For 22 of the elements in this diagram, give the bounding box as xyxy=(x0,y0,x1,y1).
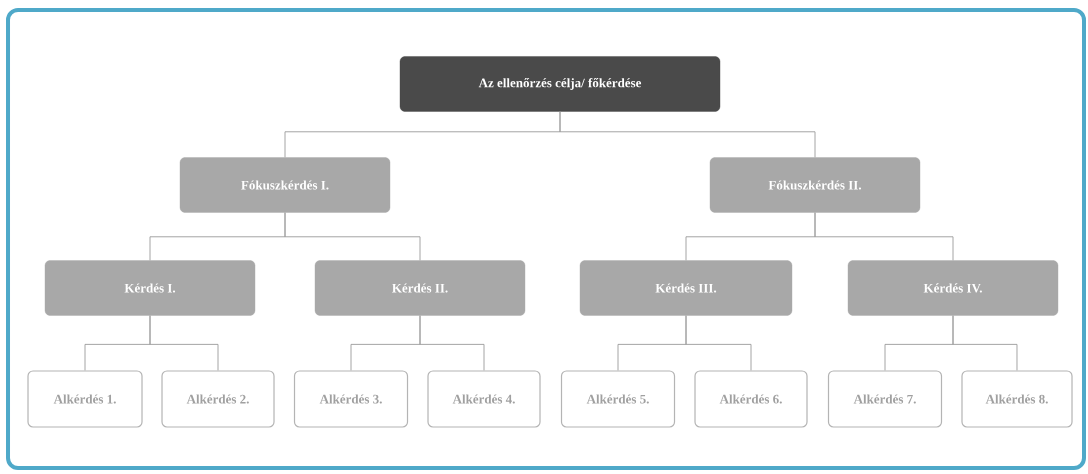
subquestion-box: Alkérdés 1. xyxy=(27,370,143,428)
connector xyxy=(685,315,752,371)
subquestion-box: Alkérdés 8. xyxy=(961,370,1073,428)
question-box: Fókuszkérdés I. xyxy=(179,157,391,213)
question-box: Kérdés II. xyxy=(314,260,526,316)
connector xyxy=(559,111,816,158)
title-box: Az ellenőrzés célja/ főkérdése xyxy=(399,56,721,112)
question-box: Kérdés IV. xyxy=(847,260,1059,316)
subquestion-box: Alkérdés 7. xyxy=(827,370,943,428)
connector xyxy=(952,315,1018,371)
connector xyxy=(419,315,485,371)
subquestion-box: Alkérdés 2. xyxy=(161,370,275,428)
question-box: Fókuszkérdés II. xyxy=(709,157,921,213)
subquestion-box: Alkérdés 5. xyxy=(560,370,676,428)
subquestion-box: Alkérdés 6. xyxy=(694,370,808,428)
question-box: Kérdés III. xyxy=(579,260,793,316)
connector xyxy=(284,212,421,261)
subquestion-box: Alkérdés 3. xyxy=(293,370,409,428)
subquestion-box: Alkérdés 4. xyxy=(427,370,541,428)
question-box: Kérdés I. xyxy=(44,260,256,316)
connector xyxy=(149,315,219,371)
connector xyxy=(814,212,954,261)
